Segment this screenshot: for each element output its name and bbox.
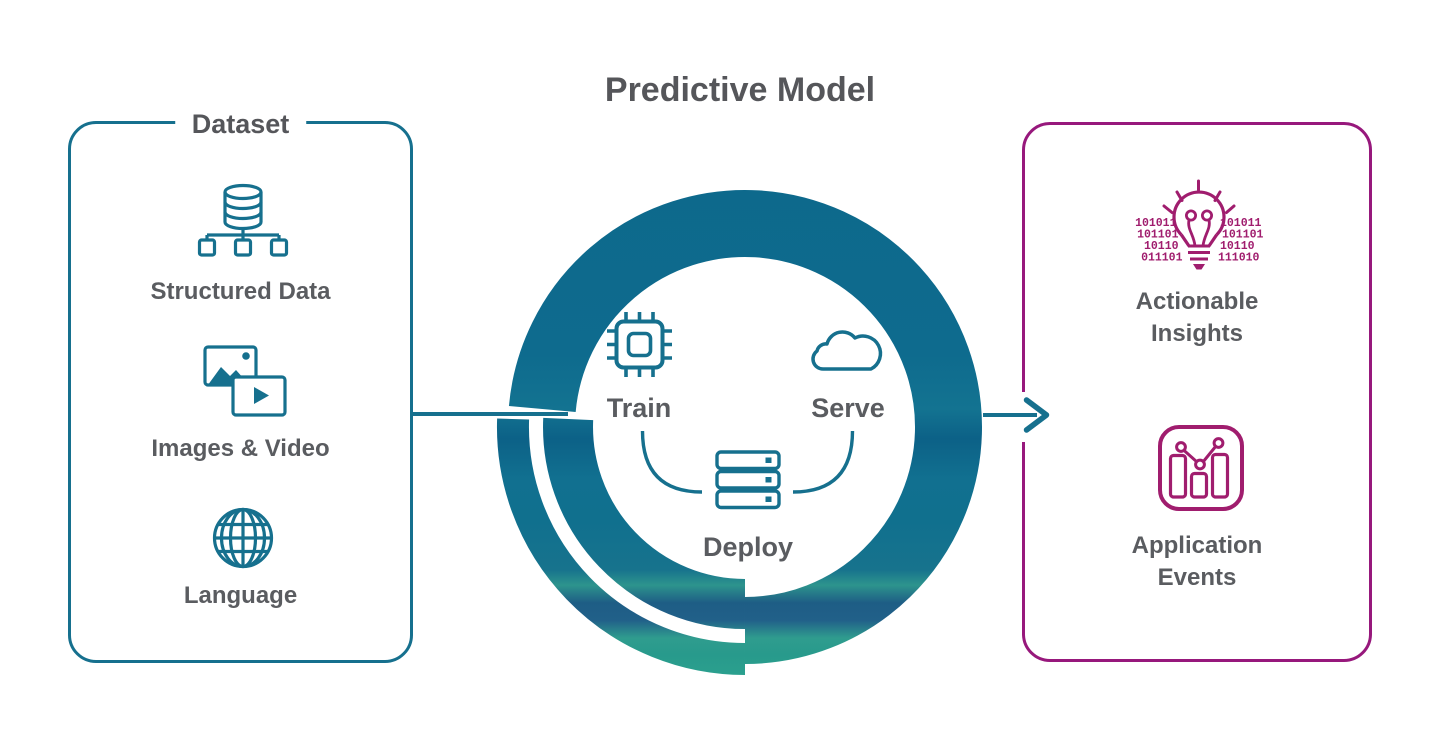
dataset-item-language-label: Language [183, 582, 298, 609]
peel-arc-outer [497, 418, 746, 675]
cloud-icon [811, 330, 883, 371]
serve-label: Serve [811, 393, 885, 423]
dataset-item-structured-data-label: Structured Data [150, 278, 331, 305]
svg-text:101101: 101101 [1137, 229, 1179, 242]
server-stack-icon [715, 450, 781, 510]
images-video-icon [203, 345, 287, 417]
train-label: Train [607, 393, 672, 423]
svg-text:111010: 111010 [1218, 252, 1260, 265]
svg-text:101101: 101101 [1222, 229, 1264, 242]
svg-text:10110: 10110 [1144, 240, 1179, 253]
app-events-icon [1158, 425, 1244, 511]
peel-arc-inner [543, 417, 746, 629]
model-to-output-arrow [983, 397, 1050, 433]
deploy-label: Deploy [703, 532, 793, 562]
idea-bulb-binary-icon: 101011 101101 10110 011101 101011 101101… [1135, 179, 1264, 270]
train-to-deploy-curve [640, 430, 703, 494]
svg-text:101011: 101011 [1220, 217, 1262, 230]
serve-to-deploy-curve [792, 430, 855, 494]
database-tree-icon [197, 183, 289, 257]
model-ring [508, 190, 982, 664]
model-cycle-graphic: Train Serve Deploy [412, 190, 1050, 675]
binary-digits: 101011 101101 10110 011101 101011 101101… [1135, 217, 1263, 265]
output-item-application-events-label: Application Events [1131, 532, 1263, 591]
output-item-actionable-insights-label: Actionable Insights [1135, 288, 1259, 347]
svg-text:10110: 10110 [1220, 240, 1255, 253]
dataset-item-images-video-label: Images & Video [151, 435, 330, 462]
dataset-box-legend: Dataset [174, 105, 307, 143]
dataset-box: Dataset Structured Data [68, 105, 413, 663]
globe-icon [212, 507, 274, 569]
bulb-rays [1162, 179, 1236, 214]
page-title: Predictive Model [604, 71, 876, 109]
svg-text:011101: 011101 [1141, 252, 1183, 265]
chip-icon [607, 312, 672, 377]
output-box: 101011 101101 10110 011101 101011 101101… [1022, 122, 1372, 662]
svg-text:101011: 101011 [1135, 217, 1177, 230]
